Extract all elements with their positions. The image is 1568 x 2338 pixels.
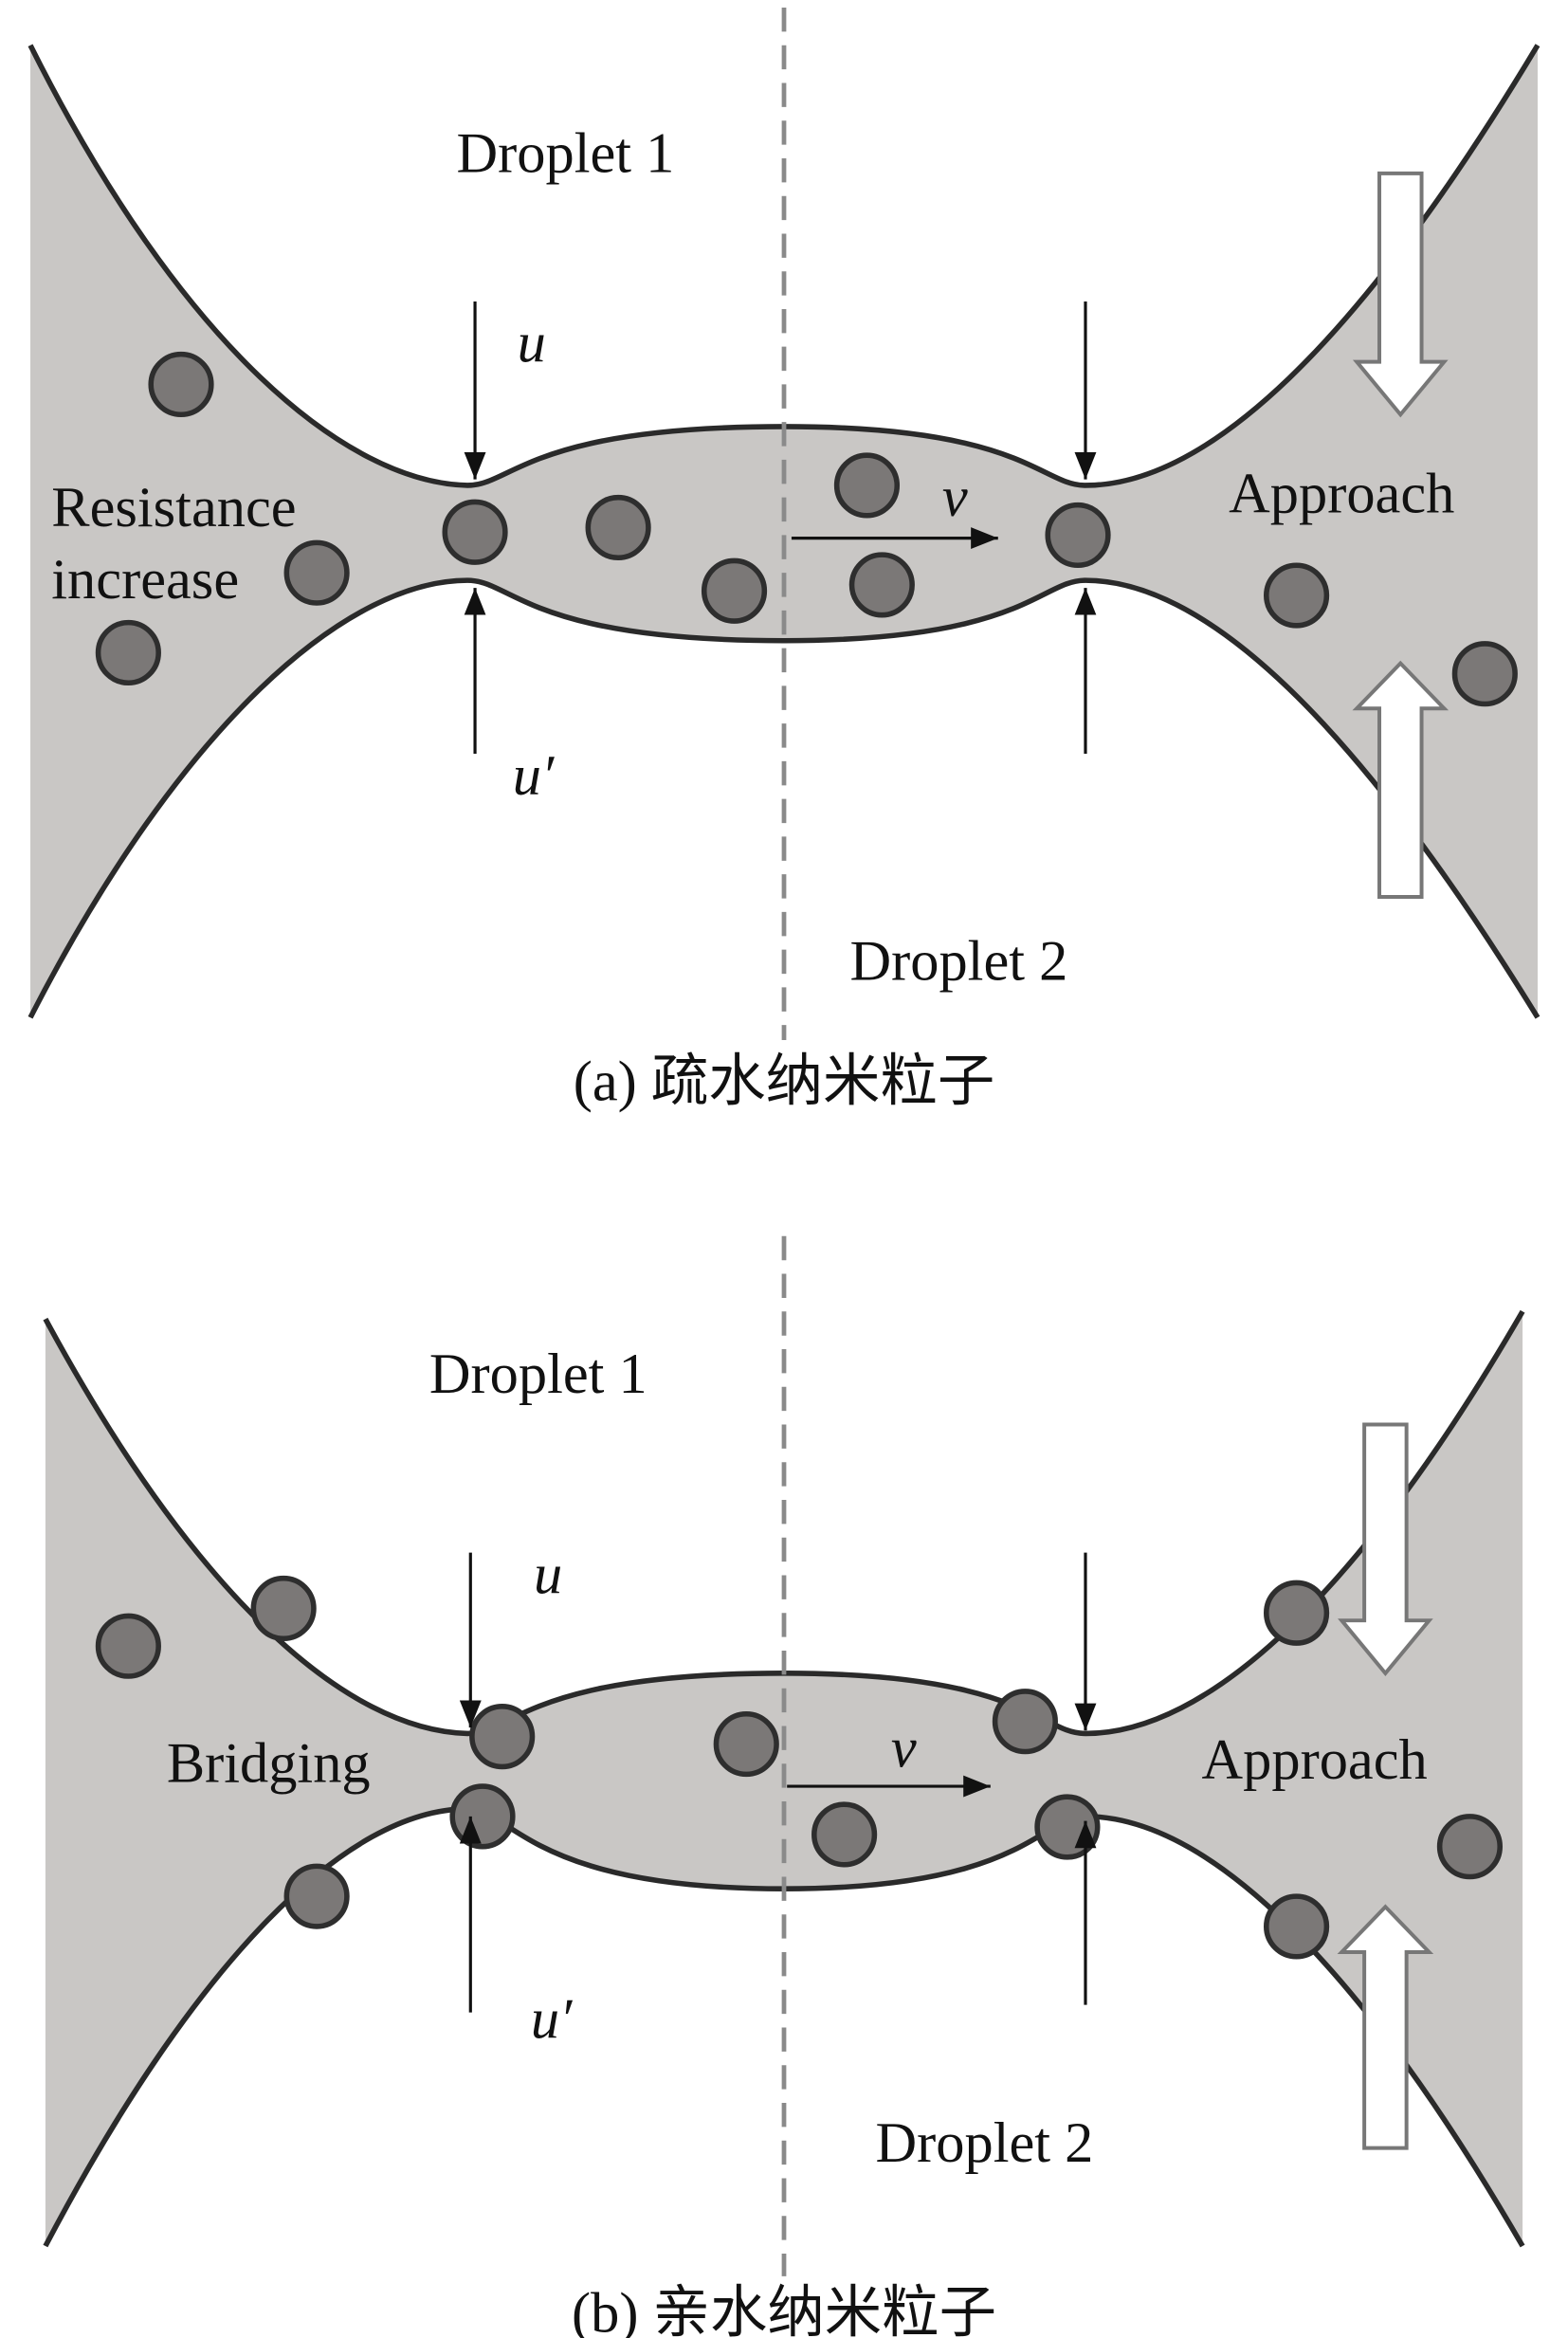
approach-up-arrow-icon — [1337, 1904, 1434, 2150]
nanoparticle — [1263, 562, 1330, 629]
nanoparticle — [250, 1575, 317, 1642]
increase-label: increase — [51, 548, 239, 612]
nanoparticle — [442, 499, 508, 565]
nanoparticle — [1263, 1580, 1330, 1646]
caption-a: (a) 疏水纳米粒子 — [574, 1050, 995, 1114]
nanoparticle — [1263, 1893, 1330, 1960]
approach-down-arrow-icon — [1338, 1422, 1433, 1676]
v-label: v — [891, 1716, 917, 1780]
nanoparticle — [701, 557, 768, 624]
droplet2-label: Droplet 2 — [876, 2111, 1094, 2175]
nanoparticle — [449, 1783, 516, 1850]
nanoparticle — [469, 1704, 536, 1770]
nanoparticles — [95, 1575, 1504, 1960]
nanoparticle — [1034, 1794, 1101, 1860]
nanoparticle — [833, 452, 901, 519]
u-prime-label: u′ — [513, 744, 555, 808]
nanoparticle — [283, 539, 350, 606]
droplet2-interface — [27, 577, 1541, 1019]
u-label: u — [518, 312, 546, 375]
approach-down-arrow-icon — [1352, 171, 1449, 418]
u-prime-label: u′ — [531, 1988, 573, 2052]
nanoparticle — [811, 1801, 878, 1868]
nanoparticle — [1045, 502, 1111, 569]
nanoparticle — [95, 1613, 161, 1679]
nanoparticle — [992, 1689, 1058, 1755]
droplet1-label: Droplet 1 — [457, 121, 675, 185]
v-label: v — [942, 466, 968, 529]
nanoparticles — [95, 351, 1518, 707]
panel-a: Droplet 1 Droplet 2 u u′ v Resistance in… — [27, 7, 1541, 1114]
approach-label: Approach — [1202, 1728, 1428, 1792]
approach-label: Approach — [1229, 463, 1454, 526]
panel-b: Droplet 1 Droplet 2 u u′ v Bridging Appr… — [43, 1235, 1525, 2338]
nanoparticle — [585, 494, 651, 561]
resistance-label: Resistance — [51, 476, 296, 539]
u-label: u — [534, 1543, 562, 1607]
nanoparticle — [95, 619, 161, 686]
film-region — [30, 45, 1538, 1018]
droplet1-label: Droplet 1 — [429, 1343, 647, 1406]
nanoparticle — [148, 351, 214, 418]
nanoparticle — [1436, 1814, 1504, 1880]
nanoparticle — [713, 1710, 779, 1778]
approach-up-arrow-icon — [1352, 660, 1449, 900]
caption-b: (b) 亲水纳米粒子 — [572, 2282, 996, 2338]
nanoparticle — [1451, 641, 1518, 707]
nanoparticle — [283, 1863, 350, 1929]
droplet2-label: Droplet 2 — [850, 929, 1068, 993]
bridging-label: Bridging — [167, 1731, 371, 1795]
nanoparticle — [848, 552, 915, 618]
